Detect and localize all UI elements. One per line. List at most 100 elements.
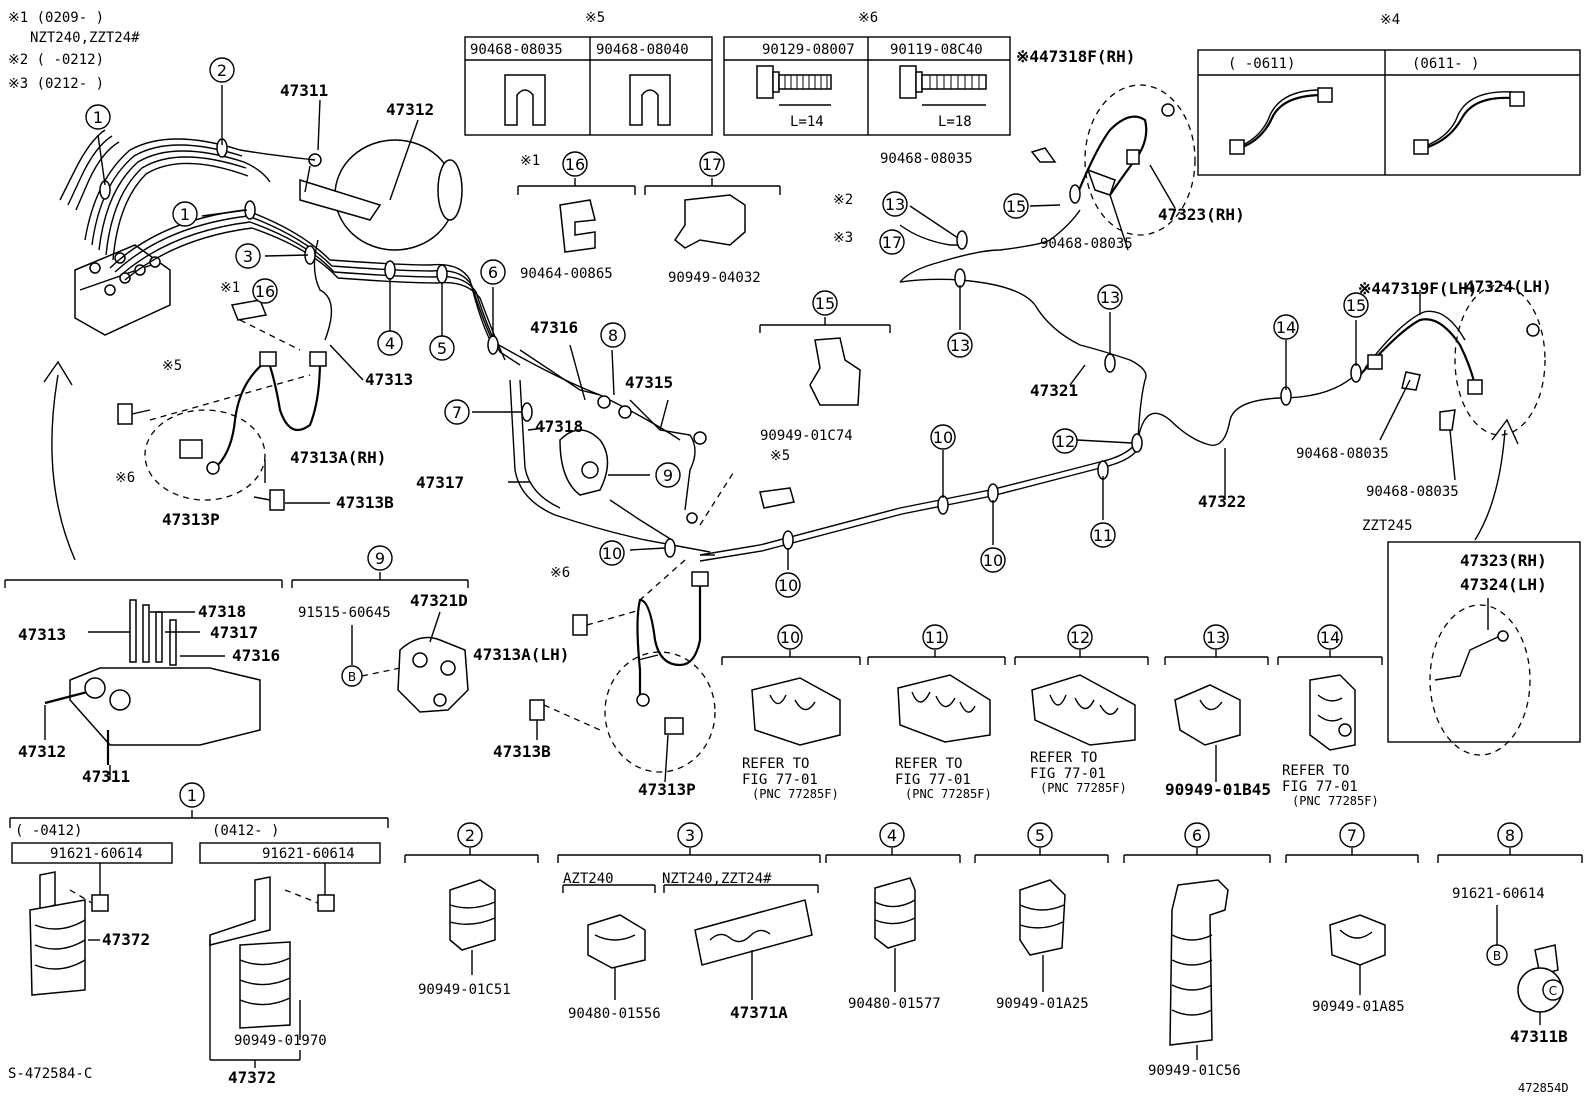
note-2: ※2 ( -0212) [8, 52, 104, 68]
callout-number-4: 4 [385, 334, 395, 353]
callout-number-5: 5 [437, 339, 447, 358]
abs-label-47317: 47317 [210, 623, 258, 642]
clamp-10-icon [751, 677, 841, 746]
callout-number-10: 10 [780, 628, 800, 647]
callout-number-9: 9 [375, 549, 385, 568]
clamp-13-part: 90949-01B45 [1165, 780, 1271, 799]
mark-note5-b: ※5 [770, 448, 790, 464]
callout-circle-1 [179, 782, 205, 808]
clamp-10-note: REFER TO FIG 77-01 (PNC 77285F) [742, 756, 839, 801]
callout-number-7: 7 [452, 403, 462, 422]
label-90468-d: 90468-08035 [1366, 484, 1459, 500]
abs-actuator [74, 244, 171, 336]
label-47313A-RH: 47313A(RH) [290, 448, 386, 467]
callout-circle-17 [879, 229, 905, 255]
label-47313P: 47313P [162, 510, 220, 529]
clamp-12-note-3: (PNC 77285F) [1040, 781, 1127, 795]
arrow-right [1474, 418, 1519, 541]
callout-circle-15 [1003, 193, 1029, 219]
clamp-11-note-2: FIG 77-01 [895, 772, 971, 788]
d1-bolt-right: 91621-60614 [262, 846, 355, 862]
clamp-11-note-1: REFER TO [895, 756, 962, 772]
callout-circle-13 [882, 191, 908, 217]
clamp-3-azt: AZT240 [563, 871, 614, 887]
callout-number-16: 16 [565, 155, 585, 174]
callout-circle-3 [235, 243, 261, 269]
zzt245-rh: 47323(RH) [1460, 551, 1547, 570]
callout-circle-1 [172, 201, 198, 227]
box-note5: ※5 90468-08035 90468-08040 [464, 10, 713, 136]
flex-hose-icon-a [1239, 93, 1321, 150]
label-91515-60645: 91515-60645 [298, 605, 391, 621]
detail-1: ( -0412) (0412- ) 91621-60614 91621-6061… [9, 810, 389, 1068]
callout-circle-11 [922, 624, 948, 650]
d1-bolt-left: 91621-60614 [50, 846, 143, 862]
callout-number-13: 13 [1100, 288, 1120, 307]
callout-circle-14 [1273, 314, 1299, 340]
rear-lh-hose [1359, 284, 1546, 436]
box4-col2: (0611- ) [1412, 56, 1479, 72]
clamp-5-icon [1019, 879, 1066, 956]
callout-number-11: 11 [925, 628, 945, 647]
callout-circle-9 [655, 462, 681, 488]
clamp-12-icon [1031, 674, 1136, 746]
clamp-10-note-2: FIG 77-01 [742, 772, 818, 788]
clamp-13-icon [1174, 684, 1241, 746]
label-47315: 47315 [625, 373, 673, 392]
label-47313A-LH: 47313A(LH) [473, 645, 569, 664]
label-47313B: 47313B [336, 493, 394, 512]
callout-number-5: 5 [1035, 826, 1045, 845]
clamp-8-b-circle [1486, 944, 1508, 966]
mark-note6-b: ※6 [550, 565, 570, 581]
box6-length1: L=14 [790, 114, 824, 130]
callout-number-3: 3 [243, 247, 253, 266]
callout-number-10: 10 [778, 576, 798, 595]
d1-right-range: (0412- ) [212, 823, 279, 839]
callout-circle-14 [1317, 624, 1343, 650]
callout-circle-5 [429, 335, 455, 361]
bolt-icon-b [899, 65, 987, 106]
callout-circle-2 [457, 822, 483, 848]
mark-note1-b: ※1 [220, 280, 240, 296]
rear-pipes [699, 209, 1356, 562]
mark-note1-a: ※1 [520, 153, 540, 169]
abs-label-47316: 47316 [232, 646, 280, 665]
callout-number-1: 1 [180, 205, 190, 224]
callout-circle-8 [1497, 822, 1523, 848]
clamp-8-c-circle [1542, 979, 1564, 1001]
label-47323-RH: 47323(RH) [1158, 205, 1245, 224]
callout-number-13: 13 [1206, 628, 1226, 647]
box6-length2: L=18 [938, 114, 972, 130]
callout-circle-3 [677, 822, 703, 848]
abs-label-47311: 47311 [82, 767, 130, 786]
clamp-14-note: REFER TO FIG 77-01 (PNC 77285F) [1282, 763, 1379, 808]
clamp-8-part: 47311B [1510, 1027, 1568, 1046]
label-47318: 47318 [535, 417, 583, 436]
valve-icon [397, 636, 469, 713]
callout-number-15: 15 [815, 294, 835, 313]
zzt245-lh: 47324(LH) [1460, 575, 1547, 594]
callout-number-10: 10 [983, 551, 1003, 570]
callout-number-6: 6 [1192, 826, 1202, 845]
callout-number-14: 14 [1320, 628, 1340, 647]
clamp-11-note-3: (PNC 77285F) [905, 787, 992, 801]
brake-booster [299, 139, 463, 251]
callout-circle-8 [600, 322, 626, 348]
callout-circle-15 [1343, 292, 1369, 318]
callout-number-9: 9 [663, 466, 673, 485]
callout-number-4: 4 [887, 826, 897, 845]
d1-47372-b: 47372 [228, 1068, 276, 1087]
clamp-7-part: 90949-01A85 [1312, 999, 1405, 1015]
callout-circle-4 [377, 330, 403, 356]
mid-pipes [509, 349, 795, 601]
callout-number-12: 12 [1070, 628, 1090, 647]
callout-circle-10 [775, 572, 801, 598]
callout-circle-10 [930, 424, 956, 450]
callout-number-2: 2 [217, 61, 227, 80]
arrow-left [43, 360, 76, 561]
callout-number-10: 10 [933, 428, 953, 447]
label-90468-a: 90468-08035 [880, 151, 973, 167]
box4-mark: ※4 [1380, 12, 1400, 28]
callout-number-8: 8 [608, 326, 618, 345]
